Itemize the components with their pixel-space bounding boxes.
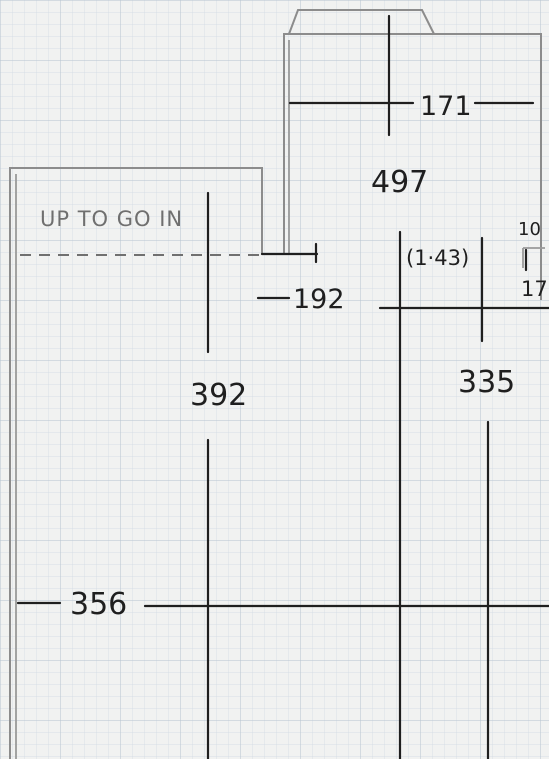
dimension-label-192: 192: [293, 284, 345, 315]
dimension-label-497: 497: [371, 165, 428, 200]
note-up-to-go-in: UP TO GO IN: [40, 207, 183, 231]
dimension-label-143: (1·43): [406, 246, 469, 270]
dimension-label-356: 356: [70, 587, 127, 622]
top-bay-outline: [283, 33, 542, 300]
dimension-label-335: 335: [458, 365, 515, 400]
right-recess-outline: [522, 247, 545, 268]
dimension-label-392: 392: [190, 378, 247, 413]
dimension-label-10: 10: [518, 219, 541, 240]
dimension-label-171: 171: [420, 91, 472, 122]
left-room-wall: [9, 167, 263, 759]
dimension-label-17: 17: [521, 277, 548, 301]
top-bay-cap-outline: [288, 9, 435, 35]
